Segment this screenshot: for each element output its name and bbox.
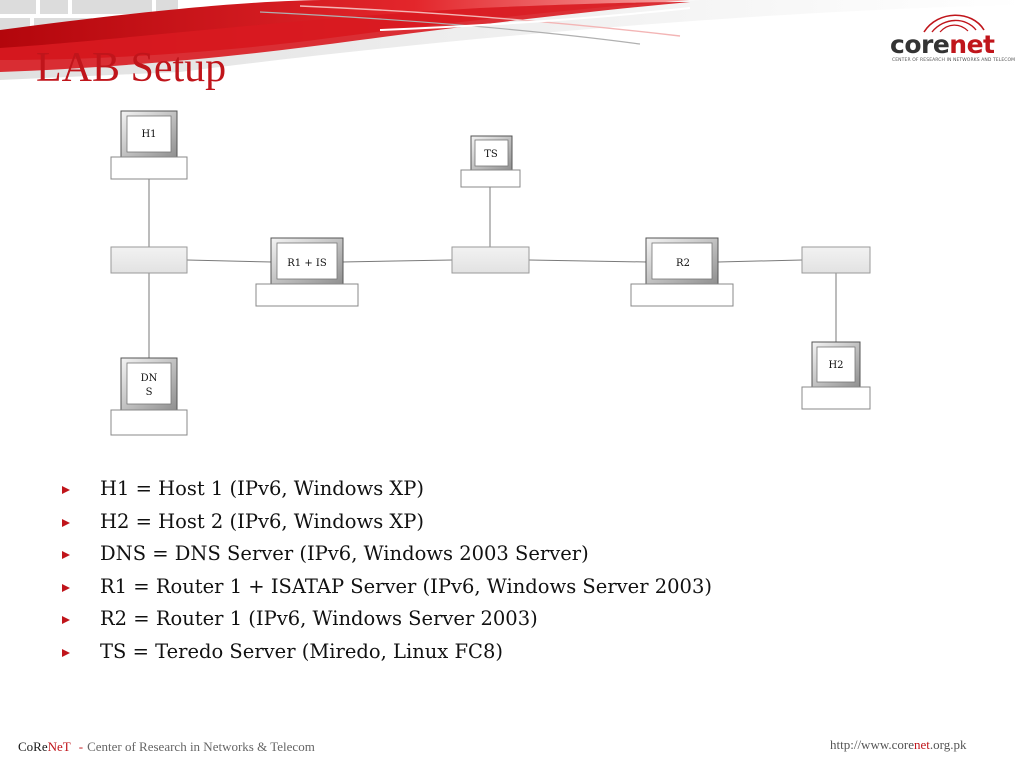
logo-word-core: core <box>890 30 950 59</box>
page-title: LAB Setup <box>36 45 227 91</box>
bullet-arrow-icon <box>62 616 70 625</box>
base-r2 <box>630 283 734 307</box>
base-r1 <box>255 283 359 307</box>
bullet-item: H1 = Host 1 (IPv6, Windows XP) <box>62 475 712 508</box>
bullet-text: H2 = Host 2 (IPv6, Windows XP) <box>100 509 425 533</box>
footer-url-net: net <box>914 737 930 752</box>
logo-tagline: CENTER OF RESEARCH IN NETWORKS AND TELEC… <box>892 58 1016 63</box>
label-ts: TS <box>484 149 498 160</box>
bullet-item: DNS = DNS Server (IPv6, Windows 2003 Ser… <box>62 540 712 573</box>
computer-ts: TS <box>460 135 521 188</box>
footer-url-suffix: .org.pk <box>929 737 967 752</box>
link-hub1-r1 <box>186 259 273 263</box>
footer-tagline: Center of Research in Networks & Telecom <box>87 739 315 754</box>
hub-right <box>801 246 871 274</box>
computer-r1: R1 + IS <box>255 237 359 307</box>
label-h2: H2 <box>828 360 843 371</box>
base-h2 <box>801 386 871 410</box>
link-hub2-r2 <box>528 259 648 263</box>
base-ts <box>460 169 521 188</box>
bullet-arrow-icon <box>62 518 70 527</box>
bullet-arrow-icon <box>62 648 70 657</box>
label-dns-line1: DN <box>141 373 158 384</box>
connection-lines <box>148 179 837 358</box>
label-h1: H1 <box>141 129 156 140</box>
logo-word-net: net <box>949 30 995 59</box>
footer-url-link[interactable]: http://www.corenet.org.pk <box>830 737 967 753</box>
link-r2-hub3 <box>717 259 803 263</box>
footer-url-prefix: http://www. <box>830 737 892 752</box>
footer-dash: - <box>78 739 84 754</box>
bullet-text: R2 = Router 1 (IPv6, Windows Server 2003… <box>100 607 538 631</box>
computer-r2: R2 <box>630 237 734 307</box>
bullet-item: R2 = Router 1 (IPv6, Windows Server 2003… <box>62 605 712 638</box>
corenet-logo: corenet CENTER OF RESEARCH IN NETWORKS A… <box>888 6 1016 68</box>
base-h1 <box>110 156 188 180</box>
link-r1-hub2 <box>341 259 453 263</box>
bullet-item: R1 = Router 1 + ISATAP Server (IPv6, Win… <box>62 573 712 606</box>
logo-wordmark: corenet <box>890 30 995 59</box>
computer-h2: H2 <box>801 341 871 410</box>
bullet-text: DNS = DNS Server (IPv6, Windows 2003 Ser… <box>100 542 589 566</box>
bullet-item: TS = Teredo Server (Miredo, Linux FC8) <box>62 638 712 671</box>
header-swoosh <box>0 0 1024 80</box>
footer-brand-core: CoRe <box>18 739 48 754</box>
base-dns <box>110 409 188 436</box>
bullet-arrow-icon <box>62 486 70 494</box>
label-r1: R1 + IS <box>287 258 327 269</box>
bullet-arrow-icon <box>62 551 70 560</box>
bullet-text: R1 = Router 1 + ISATAP Server (IPv6, Win… <box>100 574 712 598</box>
computer-h1: H1 <box>110 110 188 180</box>
footer-url-core: core <box>891 737 915 752</box>
legend-bullet-list: H1 = Host 1 (IPv6, Windows XP) H2 = Host… <box>62 475 712 671</box>
bullet-text: H1 = Host 1 (IPv6, Windows XP) <box>100 477 425 500</box>
hub-middle <box>451 246 530 274</box>
bullet-text: TS = Teredo Server (Miredo, Linux FC8) <box>100 639 503 663</box>
label-dns-line2: S <box>146 387 153 398</box>
bullet-item: H2 = Host 2 (IPv6, Windows XP) <box>62 508 712 541</box>
logo-arcs-icon <box>923 14 985 33</box>
footer-brand-net: NeT <box>47 739 71 754</box>
bullet-arrow-icon <box>62 583 70 592</box>
hub-left <box>110 246 188 274</box>
computer-dns: DN S <box>110 357 188 436</box>
footer-brand: CoReNeT-Center of Research in Networks &… <box>18 739 315 755</box>
label-r2: R2 <box>676 258 690 269</box>
network-diagram: H1 TS R1 + IS R2 H2 DN S <box>110 110 871 436</box>
